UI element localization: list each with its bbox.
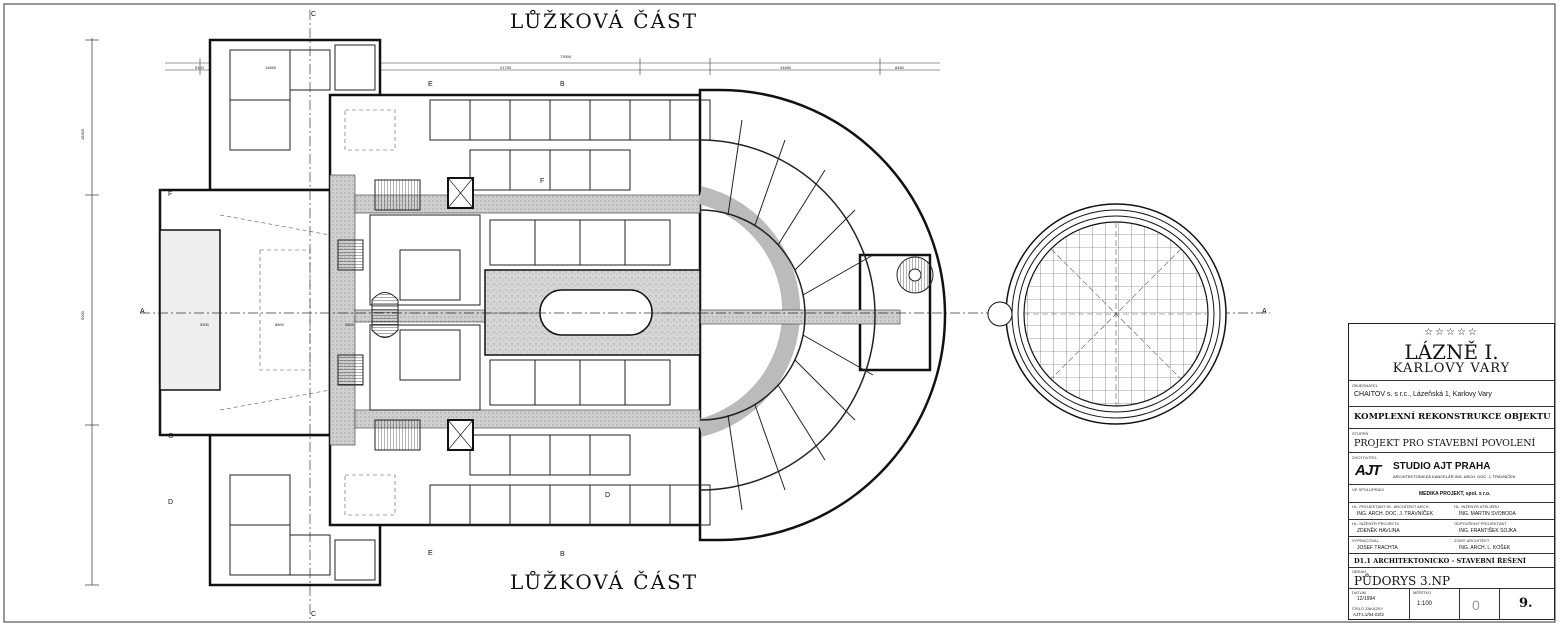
collaborator-row: VE SPOLUPRÁCI MEDIKA PROJEKT, spol. s r.… (1349, 484, 1554, 503)
designer-label: ZHOTOVITEL (1352, 455, 1378, 460)
svg-text:73900: 73900 (560, 54, 572, 59)
svg-text:A: A (140, 308, 145, 315)
designer-row: ZHOTOVITEL AJT STUDIO AJT PRAHA ARCHITEK… (1349, 452, 1554, 485)
svg-text:21750: 21750 (500, 65, 512, 70)
dimension-labels: 5100 14650 21750 73900 5300 14650 8450 1… (80, 54, 905, 327)
svg-text:C: C (311, 11, 316, 18)
staff-row-2: HL. INŽENÝR PROJEKTU ZDENĚK HAVLINA ODPO… (1349, 519, 1554, 537)
author-label: ODPOVĚDNÝ PROJEKTANT (1454, 521, 1507, 526)
section-markers: A A B B C C D D E E F F G (140, 11, 1267, 618)
project-name: LÁZNĚ I. (1404, 340, 1499, 364)
author: ING. FRANTIŠEK SOJKA (1459, 528, 1517, 534)
scale-label: MĚŘÍTKO (1413, 590, 1432, 595)
sheet-border (3, 3, 1556, 623)
svg-text:8800: 8800 (275, 322, 285, 327)
svg-text:F: F (168, 191, 172, 198)
svg-text:G: G (168, 433, 173, 440)
staircases (337, 179, 934, 451)
svg-text:14650: 14650 (265, 65, 277, 70)
studio-address: ARCHITEKTONICKÁ KANCELÁŘ ING. ARCH. DOC.… (1393, 474, 1516, 479)
project-manager-label: HL. INŽENÝR PROJEKTU (1352, 521, 1400, 526)
title-block: ☆☆☆☆☆ LÁZNĚ I. KARLOVY VARY OBJEDNATEL C… (1348, 323, 1555, 620)
left-dimension-chain (85, 38, 99, 586)
archive-label: ČÍSLO ZAKÁZKY (1352, 606, 1384, 611)
building-name: KOMPLEXNÍ REKONSTRUKCE OBJEKTU (1354, 412, 1551, 422)
drawn-by: JOSEF TRACHTA (1357, 545, 1398, 551)
svg-text:9000: 9000 (80, 310, 85, 320)
rooms-top-row (229, 44, 711, 306)
heading-top: LŮŽKOVÁ ČÁST (510, 9, 699, 33)
svg-text:5300: 5300 (200, 322, 210, 327)
staff-row-1: HL. PROJEKTANT HL. ARCHITEKT ARCH. ING. … (1349, 502, 1554, 520)
stage-label: STUPEŇ (1352, 431, 1369, 436)
svg-text:3500: 3500 (345, 322, 355, 327)
collaborator-label: VE SPOLUPRÁCI (1352, 487, 1385, 492)
studio-name: STUDIO AJT PRAHA (1393, 461, 1491, 472)
scale-value: 1:100 (1417, 601, 1433, 607)
heading-bottom: LŮŽKOVÁ ČÁST (510, 570, 699, 594)
archive-value: AJT-L1/94-02/3 (1353, 612, 1384, 617)
atrium-light-well (484, 269, 701, 356)
svg-text:5100: 5100 (195, 65, 205, 70)
svg-text:D: D (168, 499, 173, 506)
staff-row-3: VYPRACOVAL JOSEF TRACHTA ZODP. ARCHITEKT… (1349, 536, 1554, 554)
stage-value: PROJEKT PRO STAVEBNÍ POVOLENÍ (1354, 438, 1536, 449)
building-row: KOMPLEXNÍ REKONSTRUKCE OBJEKTU (1349, 406, 1554, 429)
svg-text:C: C (311, 611, 316, 618)
drawn-label: VYPRACOVAL (1352, 538, 1379, 543)
collaborator-value: MEDIKA PROJEKT, spol. s r.o. (1419, 491, 1491, 497)
drawing-title-label: OBSAH (1352, 569, 1367, 574)
stage-row: STUPEŇ PROJEKT PRO STAVEBNÍ POVOLENÍ (1349, 428, 1554, 453)
part-row: D1.1 ARCHITEKTONICKO - STAVEBNÍ ŘEŠENÍ (1349, 553, 1554, 568)
checked-label: ZODP. ARCHITEKT (1454, 538, 1490, 543)
date-value: 12/1994 (1357, 596, 1376, 602)
chief-architect: ING. ARCH. DOC. J. TRÁVNÍČEK (1357, 511, 1434, 517)
investor-value: CHAITOV s. s r.c., Lázeňská 1, Karlovy V… (1354, 391, 1492, 398)
entrance-hall-hidden-lines (219, 109, 396, 516)
drawing-title: PŮDORYS 3.NP (1354, 574, 1451, 588)
checked-by: ING. ARCH. L. KOŠEK (1459, 545, 1511, 551)
svg-text:D: D (605, 492, 610, 499)
drawing-title-row: OBSAH PŮDORYS 3.NP (1349, 567, 1554, 589)
svg-text:E: E (428, 550, 433, 557)
metadata-row: DATUM 12/1994 ČÍSLO ZAKÁZKY AJT-L1/94-02… (1349, 588, 1554, 620)
svg-text:A: A (1262, 308, 1267, 315)
glass-dome-plan (987, 203, 1227, 425)
investor-label: OBJEDNATEL (1352, 383, 1378, 388)
revision-value: 0 (1472, 597, 1480, 613)
date-label: DATUM (1352, 590, 1366, 595)
investor-row: OBJEDNATEL CHAITOV s. s r.c., Lázeňská 1… (1349, 380, 1554, 407)
chief-architect-label: HL. PROJEKTANT HL. ARCHITEKT ARCH. (1352, 504, 1430, 509)
svg-text:F: F (540, 178, 544, 185)
sheet-number: 9. (1519, 596, 1533, 611)
part-value: D1.1 ARCHITEKTONICKO - STAVEBNÍ ŘEŠENÍ (1354, 557, 1526, 565)
svg-text:18300: 18300 (80, 128, 85, 140)
elevators (447, 177, 474, 451)
stars-rating: ☆☆☆☆☆ (1424, 327, 1479, 338)
responsible: ING. MARTIN SVOBODA (1459, 511, 1516, 517)
rooms-bottom-row (229, 324, 711, 581)
responsible-label: HL. INŽENÝR ATELIERU (1454, 504, 1500, 509)
rotunda-radial-rooms (699, 119, 876, 511)
svg-text:B: B (560, 81, 565, 88)
svg-text:14650: 14650 (780, 65, 792, 70)
svg-text:8450: 8450 (895, 65, 905, 70)
svg-text:E: E (428, 81, 433, 88)
studio-logo: AJT (1355, 462, 1381, 479)
project-city: KARLOVY VARY (1392, 361, 1511, 376)
project-manager: ZDENĚK HAVLINA (1357, 528, 1400, 534)
svg-text:B: B (560, 551, 565, 558)
